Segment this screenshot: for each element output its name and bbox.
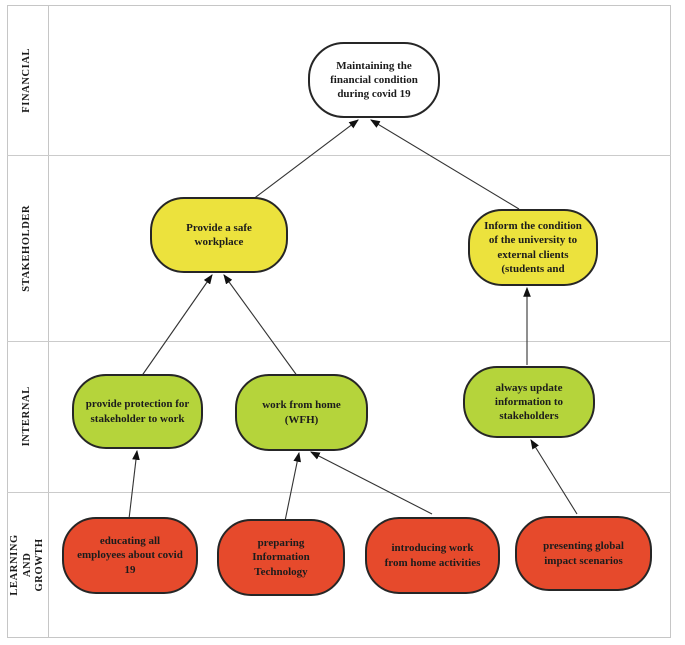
node-work-from-home: work from home (WFH) bbox=[235, 374, 368, 451]
node-educating-employees: educating all employees about covid 19 bbox=[62, 517, 198, 594]
perspective-label-text: LEARNING AND GROWTH bbox=[8, 534, 45, 596]
perspective-label-text: STAKEHOLDER bbox=[21, 204, 33, 292]
node-text: provide protection for stakeholder to wo… bbox=[85, 398, 190, 425]
perspective-label-learning-growth: LEARNING AND GROWTH bbox=[7, 492, 48, 638]
node-introducing-wfh: introducing work from home activities bbox=[365, 517, 500, 594]
node-text: introducing work from home activities bbox=[384, 542, 481, 569]
row-divider-internal-learning bbox=[7, 492, 671, 493]
node-safe-workplace: Provide a safe workplace bbox=[150, 197, 288, 273]
node-text: preparing Information Technology bbox=[252, 537, 310, 578]
diagram-outer-border bbox=[7, 5, 671, 638]
node-provide-protection: provide protection for stakeholder to wo… bbox=[72, 374, 203, 449]
perspective-label-text: INTERNAL bbox=[21, 386, 33, 447]
node-text: work from home (WFH) bbox=[262, 399, 341, 426]
node-text: educating all employees about covid 19 bbox=[77, 535, 183, 576]
node-presenting-global: presenting global impact scenarios bbox=[515, 516, 652, 591]
node-text: presenting global impact scenarios bbox=[543, 540, 624, 567]
row-divider-stakeholder-internal bbox=[7, 341, 671, 342]
perspective-label-internal: INTERNAL bbox=[7, 341, 48, 492]
row-divider-financial-stakeholder bbox=[7, 155, 671, 156]
node-always-update: always update information to stakeholder… bbox=[463, 366, 595, 438]
perspective-label-financial: FINANCIAL bbox=[7, 5, 48, 155]
perspective-label-text: FINANCIAL bbox=[21, 47, 33, 113]
node-text: Inform the condition of the university t… bbox=[484, 219, 582, 275]
perspective-label-stakeholder: STAKEHOLDER bbox=[7, 155, 48, 341]
perspective-column-divider bbox=[48, 5, 49, 638]
node-inform-condition: Inform the condition of the university t… bbox=[468, 209, 598, 286]
node-text: Maintaining the financial condition duri… bbox=[330, 59, 418, 101]
node-text: Provide a safe workplace bbox=[186, 221, 252, 248]
node-text: always update information to stakeholder… bbox=[494, 381, 564, 423]
node-financial-goal: Maintaining the financial condition duri… bbox=[308, 42, 440, 118]
node-preparing-it: preparing Information Technology bbox=[217, 519, 345, 596]
